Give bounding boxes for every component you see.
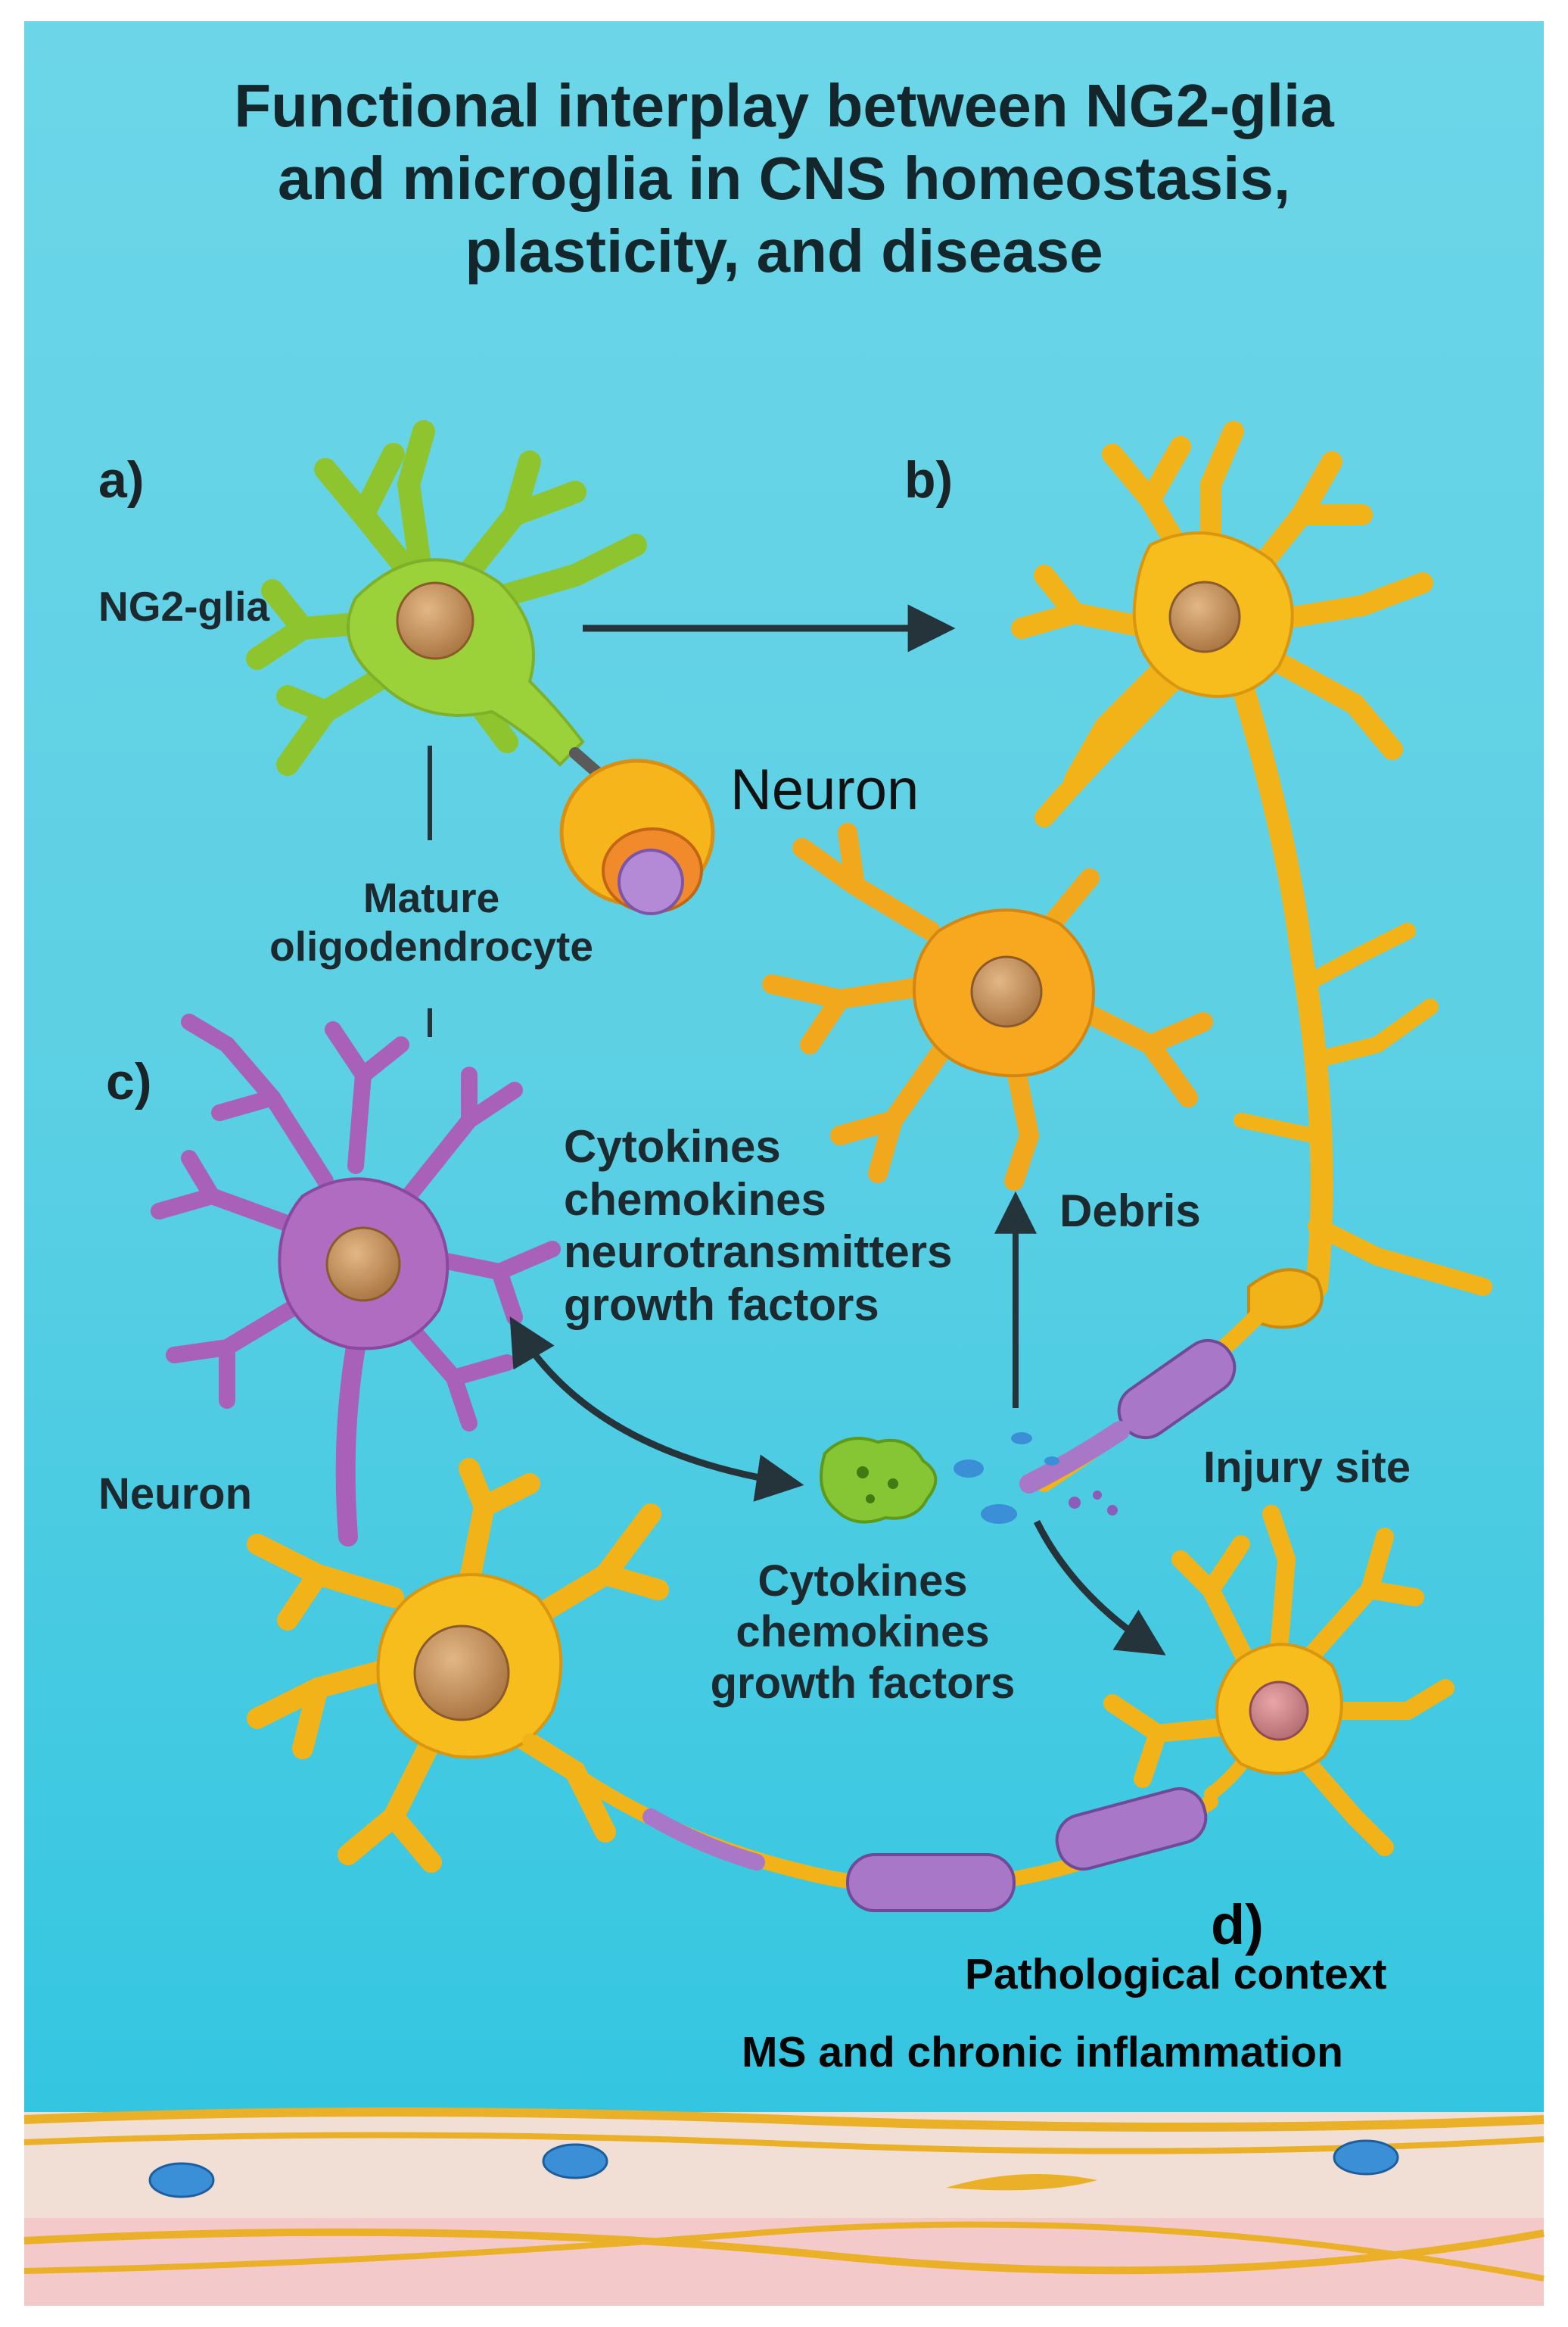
title-line-3: plasticity, and disease <box>465 217 1103 285</box>
title-line-2: and microglia in CNS homeostasis, <box>277 145 1291 212</box>
mature-line-1: Mature <box>362 874 500 921</box>
neuron-middle <box>762 823 1213 1191</box>
neuron-middle-nucleus <box>970 955 1043 1028</box>
ng2-glia-cell <box>246 420 715 915</box>
title-line-1: Functional interplay between NG2-glia <box>234 72 1334 139</box>
label-ng2-glia: NG2-glia <box>98 583 270 630</box>
microglia-nucleus <box>325 1226 401 1302</box>
label-ms-inflammation: MS and chronic inflammation <box>742 2028 1343 2076</box>
signals-lower-line-3: growth factors <box>710 1658 1016 1708</box>
neuron-bottom-right-nucleus <box>1249 1681 1309 1741</box>
label-debris: Debris <box>1059 1185 1201 1236</box>
neuron-bottom-left-nucleus <box>413 1625 510 1721</box>
arrow-debris-to-neuron <box>1033 1519 1166 1656</box>
label-signals-lower: Cytokines chemokines growth factors <box>666 1556 1059 1709</box>
arrow-microglia-debris <box>509 1316 804 1502</box>
microglia-cell <box>151 1014 561 1547</box>
background-panel <box>24 21 1544 2306</box>
diagram-title: Functional interplay between NG2-glia an… <box>30 70 1538 288</box>
neuron-top-right <box>1011 421 1492 1298</box>
panel-label-c: c) <box>106 1053 152 1111</box>
label-neuron-top: Neuron <box>730 758 919 822</box>
injured-axon <box>1019 1309 1265 1516</box>
neuron-top-right-nucleus <box>1168 581 1241 653</box>
label-injury-site: Injury site <box>1203 1443 1411 1492</box>
label-neuron-left: Neuron <box>98 1469 252 1519</box>
panel-label-d: d) <box>1211 1893 1264 1956</box>
signals-upper-line-2: chemokines <box>564 1173 826 1225</box>
neuron-bottom-right <box>1103 1505 1454 1856</box>
axon-terminal <box>1247 1268 1324 1329</box>
panel-label-a: a) <box>98 451 145 509</box>
panel-label-b: b) <box>904 451 954 509</box>
signals-upper-line-4: growth factors <box>564 1279 879 1330</box>
signals-upper-line-3: neurotransmitters <box>564 1226 953 1278</box>
signals-lower-line-2: chemokines <box>736 1607 990 1657</box>
blood-vessel <box>23 2107 1545 2306</box>
label-mature-oligodendrocyte: Mature oligodendrocyte <box>219 874 643 971</box>
label-pathological-context: Pathological context <box>965 1950 1387 1998</box>
debris-cluster <box>820 1432 1059 1524</box>
signals-upper-line-1: Cytokines <box>564 1121 781 1172</box>
myelinated-axon-bottom <box>522 1734 1263 1912</box>
label-signals-upper: Cytokines chemokines neurotransmitters g… <box>564 1120 952 1331</box>
signals-lower-line-1: Cytokines <box>758 1556 968 1606</box>
mature-line-2: oligodendrocyte <box>269 922 593 970</box>
